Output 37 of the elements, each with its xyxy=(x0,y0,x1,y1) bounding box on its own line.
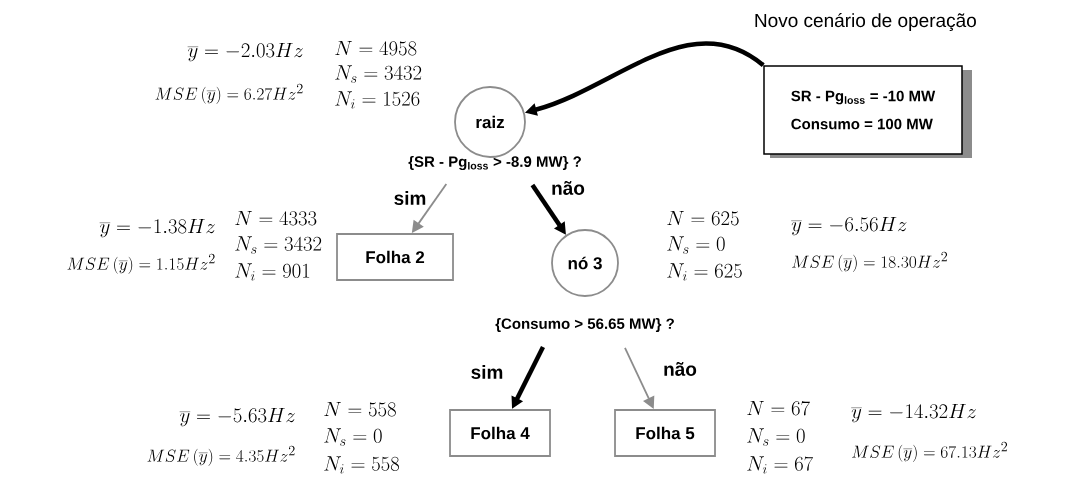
statistic-formula: $N_{i} = 1526$ xyxy=(335,91,420,109)
split-condition: {SR - Pg$_{loss}$ > -8.9 MW} ? xyxy=(408,155,581,170)
leaf-box: Folha 5 xyxy=(614,409,716,457)
statistic-formula: $N_{i} = 625$ xyxy=(667,263,742,281)
statistic-formula: $MSE\left(\overline{y}\right) = 67.13 Hz^{2}$ xyxy=(852,441,1008,462)
statistic-formula: $N_{i} = 901$ xyxy=(235,263,310,281)
statistic-formula: $N_{s} = 0$ xyxy=(667,236,725,254)
statistic-formula: $N_{s} = 0$ xyxy=(747,428,805,446)
leaf-box: Folha 2 xyxy=(336,233,454,281)
leaf-box: Folha 4 xyxy=(449,409,551,457)
statistic-formula: $N = 625$ xyxy=(667,210,739,226)
split-condition: {Consumo > 56.65 MW} ? xyxy=(495,318,674,332)
statistic-formula: $N_{s} = 3432$ xyxy=(235,236,322,254)
statistic-formula: $\overline{y} = -2.03 Hz$ xyxy=(187,42,303,62)
statistic-formula: $N_{s} = 3432$ xyxy=(335,65,422,83)
statistic-formula: $MSE\left(\overline{y}\right) = 6.27 Hz^{2}$ xyxy=(155,83,303,104)
statistic-formula: $N = 4958$ xyxy=(335,40,417,56)
statistic-formula: $\overline{y} = -1.38 Hz$ xyxy=(99,218,215,238)
edge-label: sim xyxy=(469,364,505,380)
statistic-formula: $N_{i} = 558$ xyxy=(324,456,399,474)
statistic-formula: $N_{s} = 0$ xyxy=(324,428,382,446)
statistic-formula: $MSE\left(\overline{y}\right) = 4.35 Hz^{2}$ xyxy=(147,445,295,466)
heading: Novo cenário de operação xyxy=(755,13,976,31)
statistic-formula: $\overline{y} = -14.32 Hz$ xyxy=(851,403,977,423)
statistic-formula: $MSE\left(\overline{y}\right) = 1.15 Hz^{2}$ xyxy=(67,253,215,274)
statistic-formula: $N_{i} = 67$ xyxy=(747,456,814,474)
edge-label: sim xyxy=(392,190,428,206)
statistic-formula: $N = 67$ xyxy=(747,400,810,416)
edge-label: não xyxy=(550,180,586,196)
scenario-box: SR - Pg$_{loss}$ = -10 MW Consumo = 100 MW xyxy=(763,65,972,158)
statistic-formula: $MSE\left(\overline{y}\right) = 18.30 Hz^{2}$ xyxy=(792,251,948,272)
statistic-formula: $N = 558$ xyxy=(324,401,396,417)
statistic-formula: $\overline{y} = -6.56 Hz$ xyxy=(791,216,907,236)
statistic-formula: $N = 4333$ xyxy=(235,210,317,226)
edge-label: não xyxy=(662,361,698,377)
arrow xyxy=(624,347,655,409)
statistic-formula: $\overline{y} = -5.63 Hz$ xyxy=(179,407,295,427)
